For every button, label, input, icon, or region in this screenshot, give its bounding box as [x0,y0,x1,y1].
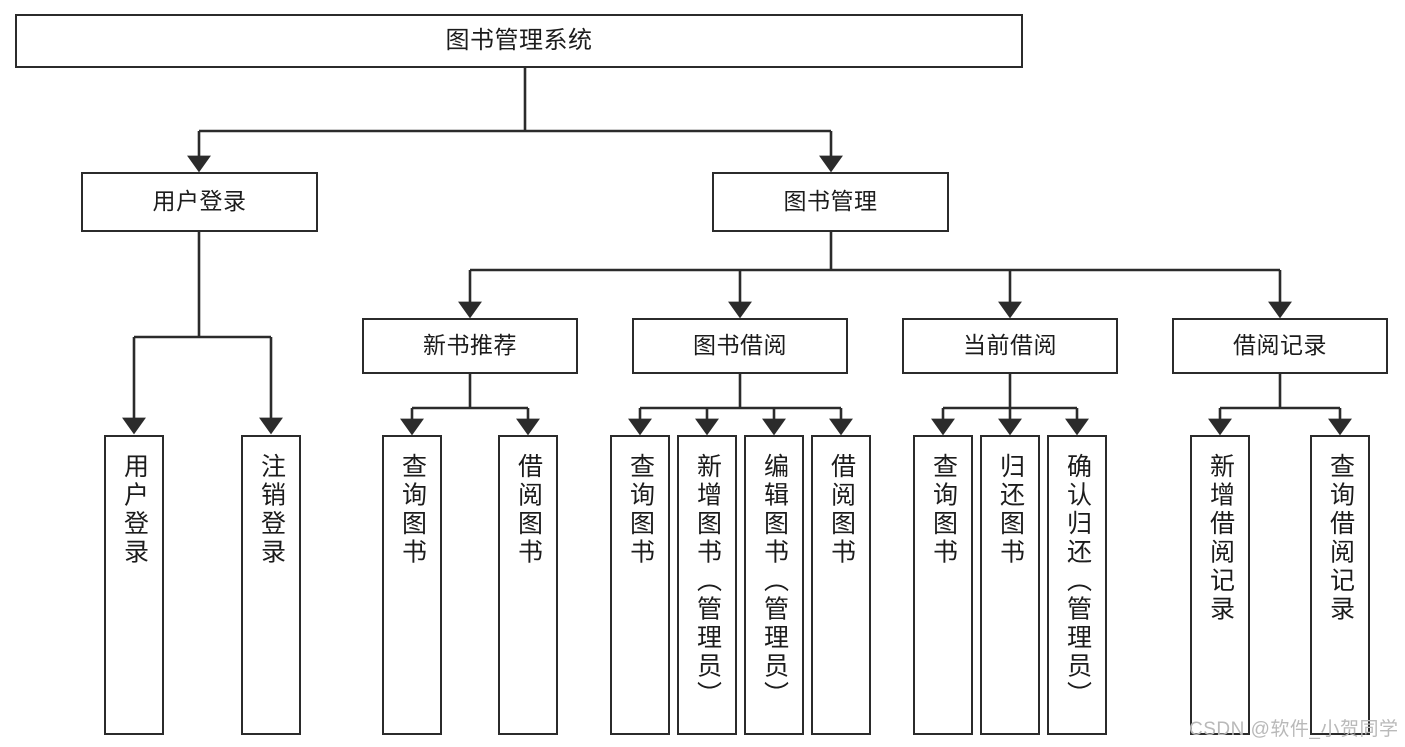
node-borrow-record[interactable]: 借阅记录 [1172,318,1388,374]
node-root-system[interactable]: 图书管理系统 [15,14,1023,68]
leaf-logout[interactable]: 注销登录 [241,435,301,735]
leaf-br-add-record[interactable]: 新增借阅记录 [1190,435,1250,735]
node-label: 新增借阅记录 [1206,453,1235,624]
node-label: 图书管理系统 [445,26,593,54]
node-user-login[interactable]: 用户登录 [81,172,318,232]
node-current-borrow[interactable]: 当前借阅 [902,318,1118,374]
node-label: 新书推荐 [423,332,517,359]
node-new-book-recommend[interactable]: 新书推荐 [362,318,578,374]
node-label: 用户登录 [120,453,149,567]
node-label: 用户登录 [152,188,247,215]
node-label: 借阅记录 [1233,332,1327,359]
leaf-bb-query-book[interactable]: 查询图书 [610,435,670,735]
node-label: 查询图书 [398,453,427,567]
node-label: 确认归还（管理员） [1063,453,1092,710]
node-label: 图书借阅 [693,332,787,359]
watermark-text: CSDN @软件_小贺同学 [1189,719,1399,740]
leaf-bb-edit-book-admin[interactable]: 编辑图书（管理员） [744,435,804,735]
leaf-cb-confirm-return-admin[interactable]: 确认归还（管理员） [1047,435,1107,735]
node-label: 当前借阅 [963,332,1057,359]
node-label: 编辑图书（管理员） [760,453,789,710]
leaf-user-login[interactable]: 用户登录 [104,435,164,735]
node-label: 借阅图书 [827,453,856,567]
leaf-nb-borrow-book[interactable]: 借阅图书 [498,435,558,735]
node-book-borrow[interactable]: 图书借阅 [632,318,848,374]
node-label: 归还图书 [996,453,1025,567]
leaf-nb-query-book[interactable]: 查询图书 [382,435,442,735]
leaf-bb-add-book-admin[interactable]: 新增图书（管理员） [677,435,737,735]
leaf-cb-query-book[interactable]: 查询图书 [913,435,973,735]
leaf-cb-return-book[interactable]: 归还图书 [980,435,1040,735]
leaf-bb-borrow-book[interactable]: 借阅图书 [811,435,871,735]
node-label: 查询借阅记录 [1326,453,1355,624]
node-label: 图书管理 [783,188,878,215]
node-label: 借阅图书 [514,453,543,567]
node-label: 查询图书 [929,453,958,567]
leaf-br-query-record[interactable]: 查询借阅记录 [1310,435,1370,735]
node-book-management[interactable]: 图书管理 [712,172,949,232]
node-label: 注销登录 [257,453,286,567]
node-label: 新增图书（管理员） [693,453,722,710]
node-label: 查询图书 [626,453,655,567]
